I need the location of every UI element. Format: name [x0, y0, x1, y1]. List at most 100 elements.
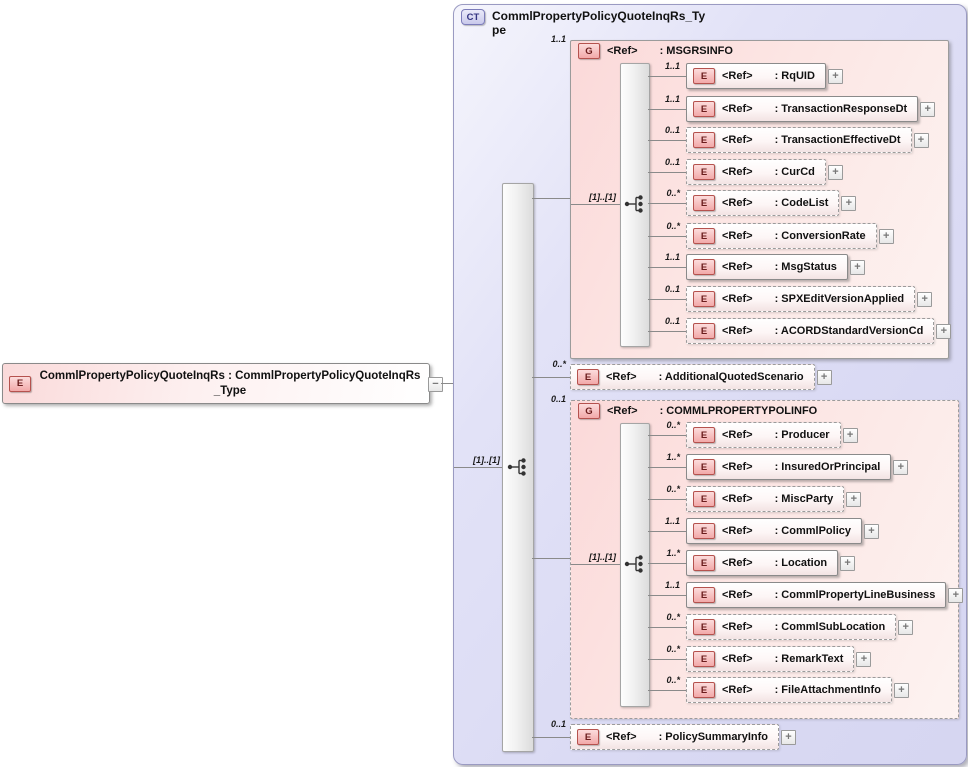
element-name: : TransactionResponseDt	[775, 103, 908, 115]
expand-icon[interactable]: +	[914, 133, 929, 148]
expand-icon[interactable]: +	[856, 652, 871, 667]
cardinality-label: 0..1	[486, 394, 566, 404]
element-badge: E	[693, 291, 715, 307]
expand-icon[interactable]: +	[850, 260, 865, 275]
element-codelist[interactable]: E <Ref> : CodeList	[686, 190, 839, 216]
element-name: : ConversionRate	[775, 230, 866, 242]
group-badge: G	[578, 403, 600, 419]
element-msgstatus[interactable]: E <Ref> : MsgStatus	[686, 254, 848, 280]
expand-icon[interactable]: +	[828, 165, 843, 180]
group-header: G <Ref> : MSGRSINFO	[578, 43, 733, 59]
ref-label: <Ref>	[722, 166, 753, 178]
element-remarktext[interactable]: E <Ref> : RemarkText	[686, 646, 854, 672]
element-row: E <Ref> : PolicySummaryInfo +	[570, 724, 796, 750]
element-commlpolicy[interactable]: E <Ref> : CommlPolicy	[686, 518, 862, 544]
element-row: E <Ref> : SPXEditVersionApplied +	[686, 286, 932, 312]
element-acordstandardversioncd[interactable]: E <Ref> : ACORDStandardVersionCd	[686, 318, 934, 344]
element-badge: E	[693, 459, 715, 475]
connector-line	[648, 690, 686, 691]
expand-icon[interactable]: +	[894, 683, 909, 698]
group-header: G <Ref> : COMMLPROPERTYPOLINFO	[578, 403, 817, 419]
element-row: E <Ref> : CommlPolicy +	[686, 518, 879, 544]
expand-icon[interactable]: +	[920, 102, 935, 117]
cardinality-label: 0..*	[596, 188, 680, 198]
expand-icon[interactable]: +	[843, 428, 858, 443]
element-badge: E	[693, 195, 715, 211]
element-policysummaryinfo[interactable]: E <Ref> : PolicySummaryInfo	[570, 724, 779, 750]
connector-line	[648, 531, 686, 532]
element-curcd[interactable]: E <Ref> : CurCd	[686, 159, 826, 185]
connector-line	[648, 140, 686, 141]
element-name: : TransactionEffectiveDt	[775, 134, 901, 146]
expand-icon[interactable]: +	[840, 556, 855, 571]
element-badge: E	[693, 427, 715, 443]
element-spxeditversionapplied[interactable]: E <Ref> : SPXEditVersionApplied	[686, 286, 915, 312]
complex-type-header: CT CommlPropertyPolicyQuoteInqRs_Type	[461, 9, 707, 37]
expand-icon[interactable]: +	[936, 324, 951, 339]
expand-icon[interactable]: +	[828, 69, 843, 84]
element-row: E <Ref> : Location +	[686, 550, 855, 576]
element-badge: E	[693, 523, 715, 539]
ref-label: <Ref>	[606, 371, 637, 383]
ref-label: <Ref>	[722, 589, 753, 601]
ref-label: <Ref>	[722, 621, 753, 633]
element-badge: E	[577, 369, 599, 385]
expand-icon[interactable]: +	[948, 588, 963, 603]
ref-label: <Ref>	[722, 684, 753, 696]
element-row: E <Ref> : MsgStatus +	[686, 254, 865, 280]
element-producer[interactable]: E <Ref> : Producer	[686, 422, 841, 448]
ref-label: <Ref>	[722, 525, 753, 537]
element-commlsublocation[interactable]: E <Ref> : CommlSubLocation	[686, 614, 896, 640]
element-badge: E	[693, 132, 715, 148]
cardinality-label: 1..*	[596, 452, 680, 462]
element-name: : CommlPolicy	[775, 525, 851, 537]
element-additionalquotedscenario[interactable]: E <Ref> : AdditionalQuotedScenario	[570, 364, 815, 390]
element-name: : ACORDStandardVersionCd	[775, 325, 924, 337]
root-element-box[interactable]: E CommlPropertyPolicyQuoteInqRs : CommlP…	[2, 363, 430, 404]
ref-label: <Ref>	[722, 293, 753, 305]
element-miscparty[interactable]: E <Ref> : MiscParty	[686, 486, 844, 512]
element-badge: E	[693, 164, 715, 180]
ref-label: <Ref>	[722, 261, 753, 273]
element-insuredorprincipal[interactable]: E <Ref> : InsuredOrPrincipal	[686, 454, 891, 480]
cardinality-label: 1..1	[596, 580, 680, 590]
element-location[interactable]: E <Ref> : Location	[686, 550, 838, 576]
complex-type-title: CommlPropertyPolicyQuoteInqRs_Type	[492, 9, 707, 37]
element-row: E <Ref> : AdditionalQuotedScenario +	[570, 364, 832, 390]
cardinality-label: 0..*	[596, 612, 680, 622]
connector-line	[441, 383, 453, 384]
ref-label: <Ref>	[722, 134, 753, 146]
connector-line	[648, 267, 686, 268]
expand-icon[interactable]: +	[898, 620, 913, 635]
element-badge: E	[693, 491, 715, 507]
element-transactionresponsedt[interactable]: E <Ref> : TransactionResponseDt	[686, 96, 918, 122]
expand-icon[interactable]: +	[841, 196, 856, 211]
expand-icon[interactable]: +	[817, 370, 832, 385]
expand-icon[interactable]: +	[879, 229, 894, 244]
connector-line	[648, 236, 686, 237]
element-name: : InsuredOrPrincipal	[775, 461, 881, 473]
element-badge: E	[693, 323, 715, 339]
element-name: : CommlPropertyLineBusiness	[775, 589, 936, 601]
expand-icon[interactable]: +	[917, 292, 932, 307]
element-commlpropertylinebusiness[interactable]: E <Ref> : CommlPropertyLineBusiness	[686, 582, 946, 608]
element-conversionrate[interactable]: E <Ref> : ConversionRate	[686, 223, 877, 249]
element-badge: E	[693, 619, 715, 635]
element-name: : CommlSubLocation	[775, 621, 886, 633]
element-badge: E	[693, 587, 715, 603]
expand-icon[interactable]: +	[893, 460, 908, 475]
element-transactioneffectivedt[interactable]: E <Ref> : TransactionEffectiveDt	[686, 127, 912, 153]
sequence-icon	[506, 457, 528, 477]
cardinality-label: 1..1	[596, 516, 680, 526]
ref-label: <Ref>	[722, 557, 753, 569]
collapse-icon[interactable]: −	[428, 377, 443, 392]
ref-label: <Ref>	[722, 103, 753, 115]
expand-icon[interactable]: +	[846, 492, 861, 507]
element-fileattachmentinfo[interactable]: E <Ref> : FileAttachmentInfo	[686, 677, 892, 703]
expand-icon[interactable]: +	[781, 730, 796, 745]
element-name: : SPXEditVersionApplied	[775, 293, 905, 305]
expand-icon[interactable]: +	[864, 524, 879, 539]
element-rquid[interactable]: E <Ref> : RqUID	[686, 63, 826, 89]
connector-line	[648, 203, 686, 204]
